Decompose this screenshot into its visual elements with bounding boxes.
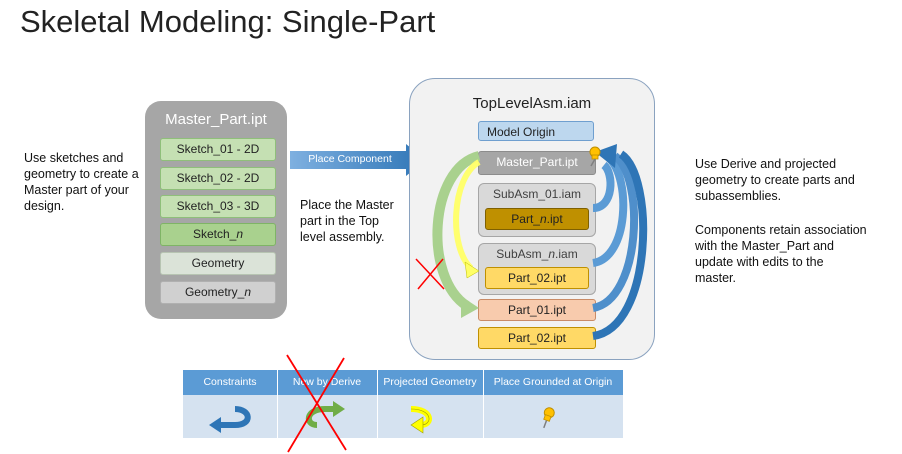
constraint-arrow [591, 155, 628, 267]
constraint-arrow [591, 152, 639, 312]
cross-out-icon [286, 354, 347, 453]
sketch-n-italic: n [236, 227, 244, 241]
subasm-01-box: SubAsm_01.iam Part_n.ipt [478, 183, 596, 237]
geometry-n-box: Geometry_n [160, 281, 276, 304]
geometry-n-italic: n [244, 285, 252, 299]
legend-header-constraints: Constraints [183, 370, 277, 395]
master-part-box: Master_Part.ipt [478, 151, 596, 175]
middle-note-line: part in the Top [300, 214, 379, 228]
middle-note: Place the Master part in the Top level a… [300, 197, 394, 245]
sketch-01-label: Sketch_01 - 2D [176, 142, 260, 156]
left-note: Use sketches and geometry to create a Ma… [24, 150, 139, 214]
page-title: Skeletal Modeling: Single-Part [20, 4, 436, 39]
part-suffix: .ipt [546, 212, 563, 226]
projected-arrow-icon [410, 406, 432, 434]
legend-divider [277, 370, 278, 438]
legend-cell-constraints [183, 395, 277, 438]
right-note-line: update with edits to the [695, 255, 824, 269]
place-component-arrow [290, 144, 426, 176]
assembly-arrows [432, 144, 648, 340]
legend-divider [377, 370, 378, 438]
part-01-box: Part_01.ipt [478, 299, 596, 321]
legend-header-projected: Projected Geometry [377, 370, 483, 395]
right-note-line: subassemblies. [695, 189, 782, 203]
cross-out-icon [415, 258, 445, 290]
part-prefix: Part_ [511, 212, 540, 226]
constraint-arrow [592, 150, 648, 340]
middle-note-line: Place the Master [300, 198, 394, 212]
constraint-arrow [592, 161, 615, 212]
subasm-01-part: Part_n.ipt [485, 208, 589, 230]
subasm-n-part: Part_02.ipt [485, 267, 589, 289]
right-note-2: Components retain association with the M… [695, 222, 867, 286]
right-note-line: geometry to create parts and [695, 173, 855, 187]
subasm-n-italic: n [548, 247, 556, 261]
sketch-02-box: Sketch_02 - 2D [160, 167, 276, 190]
master-part-panel: Master_Part.ipt Sketch_01 - 2D Sketch_02… [145, 101, 287, 319]
projected-arrow [453, 159, 481, 271]
legend-table: Constraints New by Derive Projected Geom… [183, 370, 623, 438]
subasm-n-box: SubAsm_n.iam Part_02.ipt [478, 243, 596, 295]
legend-cell-projected [377, 395, 483, 438]
top-level-assembly-panel: TopLevelAsm.iam Model Origin Master_Part… [409, 78, 655, 360]
assembly-title: TopLevelAsm.iam [472, 95, 592, 112]
geometry-box: Geometry [160, 252, 276, 275]
geometry-n-label: Geometry_ [184, 285, 245, 299]
subasm-n-title: SubAsm_n.iam [479, 244, 595, 264]
place-component-label: Place Component [308, 153, 392, 165]
sketch-n-label: Sketch_ [192, 227, 237, 241]
legend-divider [483, 370, 484, 438]
geometry-label: Geometry [191, 256, 245, 270]
model-origin-label: Model Origin [487, 125, 556, 139]
left-note-line: Use sketches and [24, 151, 124, 165]
master-part-label: Master_Part.ipt [496, 155, 578, 169]
constraint-arrow-icon [209, 406, 251, 433]
left-note-line: geometry to create a [24, 167, 139, 181]
subasm-01-title: SubAsm_01.iam [492, 187, 582, 201]
derive-arrow [432, 151, 481, 311]
part-italic: n [539, 212, 547, 226]
left-note-line: Master part of your [24, 183, 129, 197]
middle-note-line: level assembly. [300, 230, 385, 244]
subasm-n-prefix: SubAsm_ [496, 247, 549, 261]
right-note-line: Components retain association [695, 223, 867, 237]
subasm-n-suffix: .iam [555, 247, 578, 261]
model-origin-box: Model Origin [478, 121, 594, 141]
right-note-line: Use Derive and projected [695, 157, 837, 171]
pushpin-icon [543, 407, 555, 429]
sketch-02-label: Sketch_02 - 2D [176, 171, 260, 185]
left-note-line: design. [24, 199, 65, 213]
legend-header-grounded: Place Grounded at Origin [483, 370, 623, 395]
master-part-title: Master_Part.ipt [165, 111, 267, 128]
legend-cell-grounded [483, 395, 623, 438]
sketch-03-box: Sketch_03 - 3D [160, 195, 276, 218]
pushpin-icon [589, 146, 601, 167]
right-note-1: Use Derive and projected geometry to cre… [695, 156, 855, 204]
right-note-line: with the Master_Part and [695, 239, 834, 253]
right-note-line: master. [695, 271, 736, 285]
sketch-01-box: Sketch_01 - 2D [160, 138, 276, 161]
legend-header-derive: New by Derive [277, 370, 377, 395]
part-01-label: Part_01.ipt [507, 303, 567, 317]
part-02-label: Part_02.ipt [507, 331, 567, 345]
sketch-n-box: Sketch_n [160, 223, 276, 246]
legend-cell-derive [277, 395, 377, 438]
sketch-03-label: Sketch_03 - 3D [176, 199, 260, 213]
